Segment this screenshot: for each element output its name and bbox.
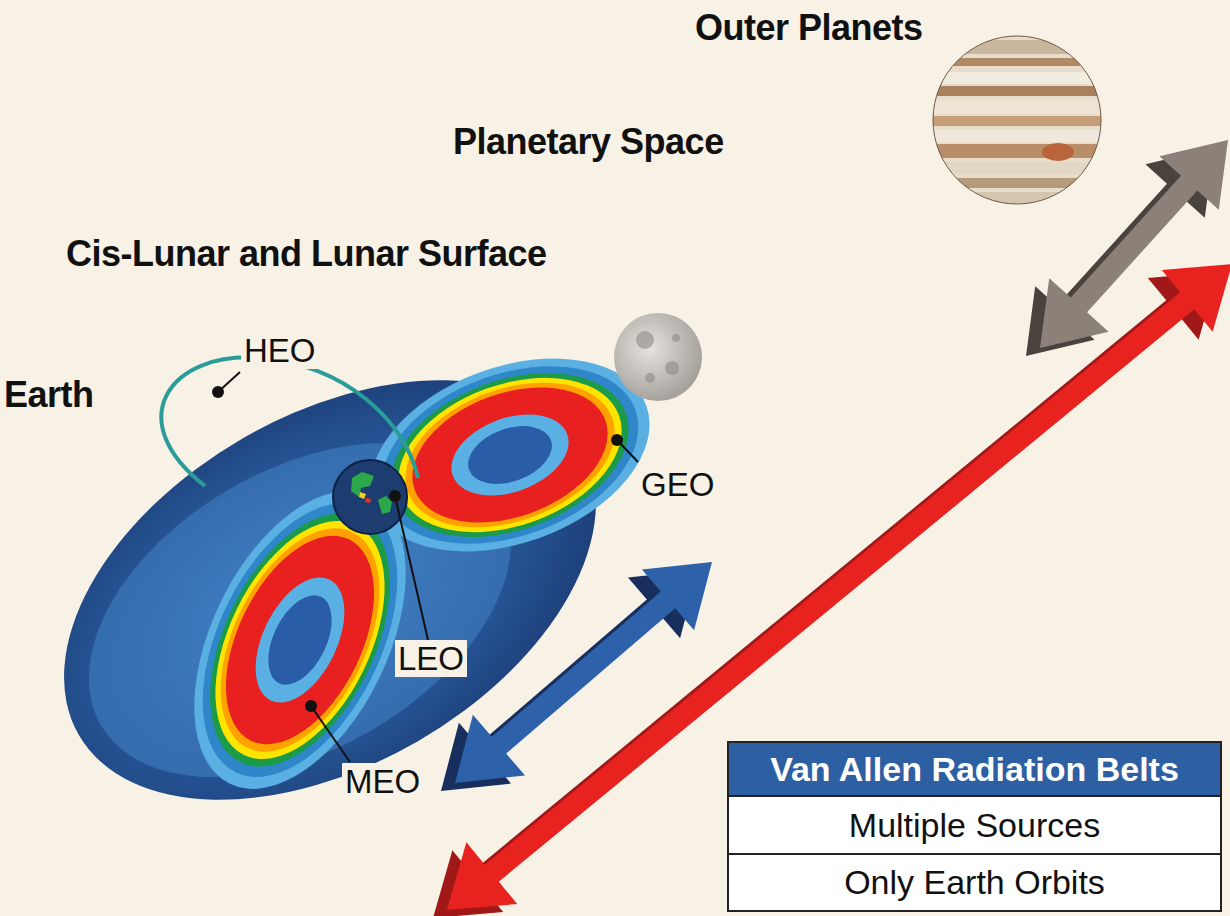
art-g [930,30,1110,212]
art-path [455,562,712,783]
art-circle [333,460,407,534]
art-ellipse [210,531,389,750]
art-rect [930,30,1110,210]
art-ellipse [196,512,405,767]
art-line [395,496,428,640]
art-ellipse [181,494,420,786]
art-circle [645,373,655,383]
art-circle [665,361,679,375]
art-circle [672,334,680,342]
art-g [433,140,1230,916]
label-text: MEO [342,763,423,800]
art-rect [930,130,1110,142]
table-cell: Only Earth Orbits [727,855,1222,912]
art-rect [930,58,1110,66]
label-text: HEO [241,332,319,369]
art-path [365,498,371,503]
art-ellipse [173,485,427,795]
art-rect [930,116,1110,126]
region-heading: Earth [4,375,94,415]
art-g [151,323,677,823]
label-text: Planetary Space [453,121,724,162]
art-rect [930,72,1110,84]
art-ellipse [237,563,362,716]
art-circle [305,700,317,712]
label-text: LEO [395,640,467,677]
art-circle [636,331,654,349]
art-rect [930,40,1110,54]
art-ellipse [394,362,627,547]
art-circle [212,386,224,398]
orbit-label: LEO [395,641,467,677]
art-ellipse [410,376,610,535]
art-ellipse [377,349,643,561]
art-rect [930,144,1110,158]
art-rect [930,192,1110,212]
label-text: GEO [638,466,717,503]
art-ellipse [460,415,560,494]
legend-table: Van Allen Radiation BeltsMultiple Source… [727,741,1222,912]
art-circle [611,434,623,446]
cell-text: Van Allen Radiation Belts [770,750,1179,789]
art-path [1040,140,1228,348]
region-heading: Outer Planets [695,8,923,48]
art-ellipse [188,503,412,777]
art-rect [930,100,1110,114]
table-cell: Multiple Sources [727,797,1222,855]
orbit-label: GEO [638,467,717,503]
art-ellipse [385,356,635,554]
label-text: Cis-Lunar and Lunar Surface [66,233,547,274]
orbit-label: MEO [342,764,423,800]
art-g [930,40,1110,212]
cell-text: Multiple Sources [849,806,1100,845]
art-rect [930,86,1110,96]
region-heading: Cis-Lunar and Lunar Surface [66,234,547,274]
label-text: Earth [4,374,94,415]
art-circle [614,313,702,401]
table-header-cell: Van Allen Radiation Belts [727,741,1222,797]
art-path [447,264,1230,910]
art-path [359,492,366,499]
art-ellipse [440,399,580,510]
art-path [161,357,418,486]
orbit-label: HEO [241,333,319,369]
art-ellipse [1042,143,1074,161]
art-ellipse [255,585,345,694]
cell-text: Only Earth Orbits [844,863,1105,902]
art-circle [933,36,1101,204]
art-line [311,706,350,762]
label-text: Outer Planets [695,7,923,48]
art-circle [389,490,401,502]
region-heading: Planetary Space [453,122,724,162]
